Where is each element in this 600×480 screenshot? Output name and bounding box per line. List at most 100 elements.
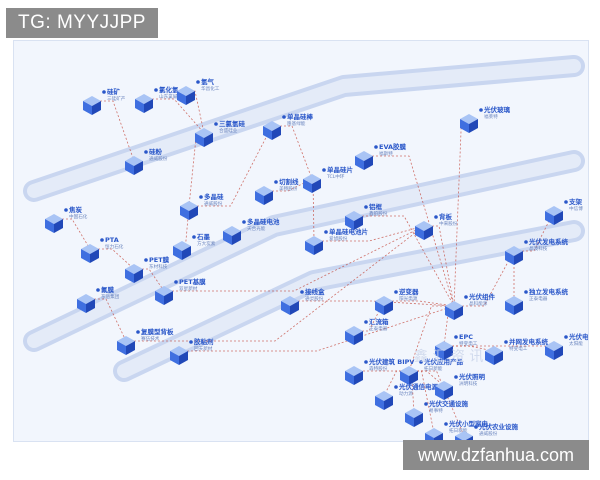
block-left [180, 206, 189, 220]
node-company: 福莱特 [484, 113, 498, 120]
block-right [92, 101, 101, 115]
node-label: 单晶硅片 [327, 165, 353, 174]
node-label: PET基膜 [179, 277, 206, 286]
node-bullet [274, 180, 278, 184]
industry-chain-diagram: 硅矿三硅矿产氯化氢山东氯碱化工氢气华昌化工三氯氢硅合盛硅业硅粉通威股份单晶硅棒隆… [13, 40, 589, 442]
node-bullet [144, 258, 148, 262]
node-label: 背板 [439, 212, 453, 221]
block-right [264, 191, 273, 205]
block-left [223, 231, 232, 245]
node-bullet [394, 385, 398, 389]
node-company: 晶科能源 [469, 300, 488, 307]
supply-link [364, 155, 455, 307]
node-bullet [564, 200, 568, 204]
node-company: 合盛硅业 [219, 127, 238, 134]
node-company: 福斯特 [379, 150, 393, 157]
node-label: PTA [105, 236, 119, 244]
node-label: 光伏建筑 BIPV [368, 357, 414, 366]
supply-link [189, 125, 273, 207]
node-company: 方大炭素 [197, 240, 216, 247]
block-right [86, 299, 95, 313]
block-right [384, 301, 393, 315]
block-left [345, 331, 354, 345]
node-label: 多晶硅电池 [247, 217, 280, 226]
block-right [554, 346, 563, 360]
node-company: 三硅矿产 [107, 95, 126, 102]
supply-link [90, 248, 135, 270]
block-right [204, 133, 213, 147]
block-left [195, 133, 204, 147]
block-right [409, 371, 418, 385]
node-company: 天合光能 [247, 225, 266, 232]
supply-link [188, 132, 204, 207]
block-left [173, 246, 182, 260]
node-label: 光伏电站 [568, 332, 588, 341]
node-company: 拓日新能 [449, 427, 468, 434]
node-company: 通威股份 [149, 155, 168, 162]
node-label: 氯化氢 [159, 85, 179, 94]
block-left [125, 269, 134, 283]
node-label: 复膜型背板 [140, 327, 174, 336]
node-company: 隆基绿能 [287, 120, 306, 127]
node-bullet [424, 402, 428, 406]
node-label: 焦炭 [68, 205, 83, 214]
block-left [455, 436, 464, 441]
node-bullet [196, 80, 200, 84]
node-bullet [322, 168, 326, 172]
block-left [405, 413, 414, 427]
supply-link [272, 125, 313, 180]
block-left [375, 396, 384, 410]
supply-link [454, 250, 515, 307]
node-label: 光伏应用产品 [423, 357, 464, 366]
node-label: PET膜 [149, 255, 170, 264]
watermark-badge-bottom: www.dzfanhua.com [403, 440, 589, 470]
node-label: 光伏照明 [458, 372, 486, 381]
node-bullet [434, 215, 438, 219]
block-left [83, 101, 92, 115]
block-right [354, 371, 363, 385]
node-company: 回天新材 [194, 345, 213, 352]
node-bullet [364, 360, 368, 364]
node-bullet [300, 290, 304, 294]
block-left [415, 226, 424, 240]
block-right [290, 301, 299, 315]
block-left [45, 219, 54, 233]
node-company: 晶澳科技 [529, 245, 548, 252]
block-left [81, 249, 90, 263]
node-company: 洲明科技 [459, 380, 478, 387]
node-label: 光伏组件 [468, 292, 496, 301]
node-bullet [454, 375, 458, 379]
node-company: 中来股份 [439, 220, 458, 227]
block-right [444, 386, 453, 400]
block-right [464, 436, 473, 441]
node-company: 动力源 [399, 390, 413, 397]
node-label: 光伏交通设施 [428, 399, 469, 408]
node-label: 三氯氢硅 [219, 119, 246, 128]
supply-link [92, 100, 135, 162]
node-company: 美畅股份 [279, 185, 298, 192]
node-label: 硅矿 [107, 87, 121, 96]
node-label: 光伏小型家电 [448, 419, 489, 428]
block-right [554, 211, 563, 225]
node-bullet [282, 115, 286, 119]
diagram-canvas: 硅矿三硅矿产氯化氢山东氯碱化工氢气华昌化工三氯氢硅合盛硅业硅粉通威股份单晶硅棒隆… [23, 55, 588, 441]
node-label: 氟膜 [101, 285, 115, 294]
node-label: 光伏通信电源 [398, 382, 439, 391]
